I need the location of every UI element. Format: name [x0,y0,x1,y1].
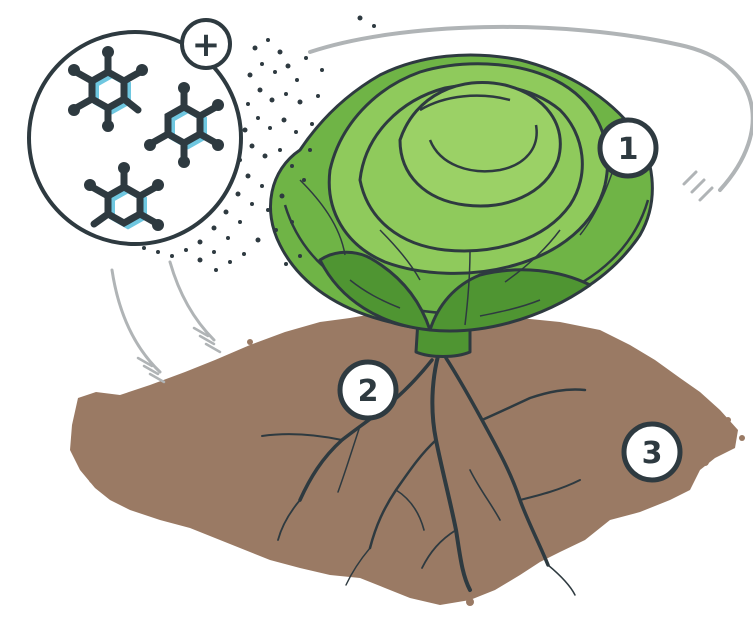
badge-plant-label: 1 [618,132,639,167]
plus-icon: + [182,20,230,68]
badge-soil-label: 3 [642,436,663,471]
plus-label: + [192,25,221,65]
badge-soil: 3 [624,424,680,480]
badge-plant: 1 [600,120,656,176]
cabbage-icon [270,55,652,357]
badge-roots-label: 2 [358,374,379,409]
badge-roots: 2 [340,362,396,418]
